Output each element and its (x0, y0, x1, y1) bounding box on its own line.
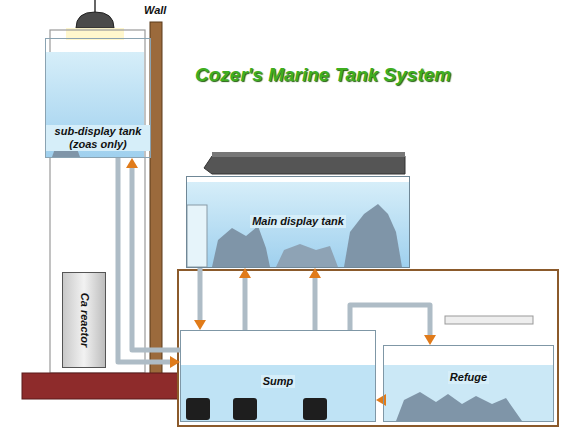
rock (344, 204, 402, 267)
rock (212, 226, 270, 267)
tank-label: Sump (261, 375, 296, 388)
ca-reactor: Ca reactor (62, 272, 106, 368)
tank-label: Main display tank (250, 215, 346, 228)
sub-display-tank: sub-display tank (zoas only) (45, 38, 151, 158)
stand-base (22, 373, 178, 399)
pump (303, 398, 327, 420)
lamp-cord (94, 0, 96, 13)
tank-label: sub-display tank (zoas only) (46, 125, 150, 151)
rock (396, 392, 522, 421)
tank-label: Refuge (448, 371, 489, 384)
pipe-connector (198, 268, 203, 325)
refuge-tank: Refuge (383, 345, 554, 422)
hood (204, 156, 405, 174)
sump-water (181, 365, 375, 421)
pipe-connector (243, 273, 248, 330)
pipe-connector (350, 305, 430, 340)
wall (150, 22, 162, 374)
pipe-connector (313, 273, 318, 330)
lamp-shade (76, 12, 114, 28)
pump (186, 398, 210, 420)
refuge-light (445, 316, 533, 324)
diagram-title: Cozer's Marine Tank System (195, 64, 451, 86)
sump-tank: Sump (180, 330, 376, 422)
part-label: Wall (144, 4, 166, 16)
pipe-connector (118, 158, 175, 362)
hood-top (212, 152, 405, 157)
rock (276, 244, 338, 267)
tank-label: Ca reactor (78, 291, 91, 349)
main-water (187, 182, 409, 267)
refuge-water (384, 365, 553, 421)
main-display-tank: Main display tank (186, 176, 410, 268)
overflow-box (187, 205, 207, 267)
pump (233, 398, 257, 420)
cabinet (178, 270, 558, 426)
pipe-connector (132, 163, 180, 350)
